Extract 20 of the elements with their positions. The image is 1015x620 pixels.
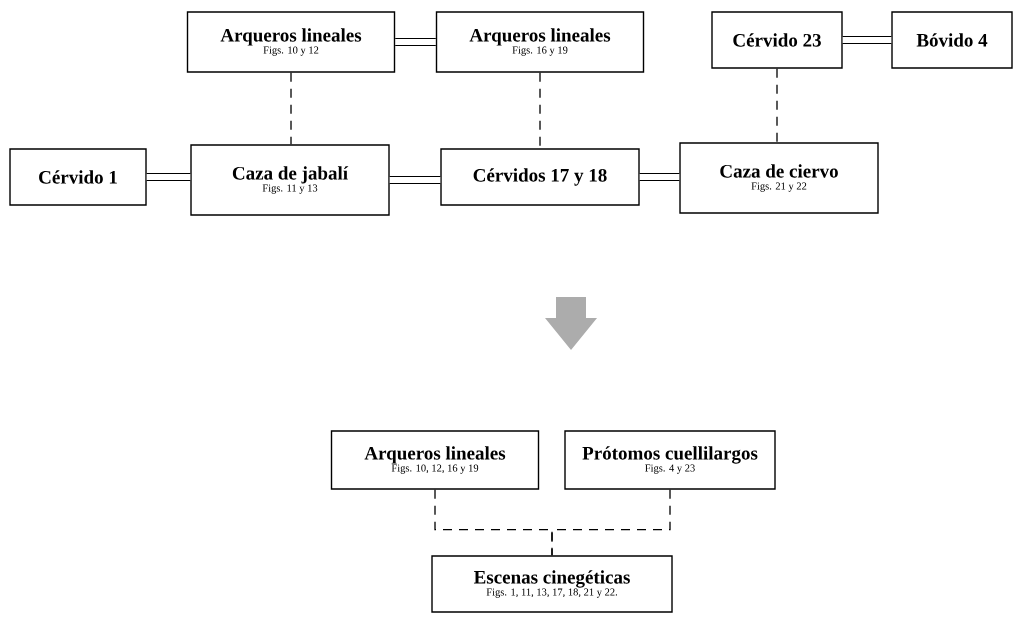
connector [146, 173, 191, 181]
label-box: Caza de ciervo Figs. 21 y 22 [679, 142, 879, 214]
connector [395, 38, 436, 46]
connector [539, 72, 541, 149]
label-box: Cérvidos 17 y 18 [440, 148, 640, 206]
label-box: Cérvido 1 [9, 148, 147, 206]
connector [551, 489, 671, 556]
connector [290, 72, 292, 145]
label-box: Arqueros lineales Figs. 10 y 12 [186, 11, 396, 73]
label-box: Bóvido 4 [891, 11, 1013, 69]
label-box: Arqueros lineales Figs. 16 y 19 [435, 11, 645, 73]
connector [389, 176, 441, 184]
label-box: Cérvido 23 [711, 11, 843, 69]
connector [776, 68, 778, 143]
label-box: Arqueros lineales Figs. 10, 12, 16 y 19 [330, 430, 540, 490]
connector [639, 173, 680, 181]
label-box: Prótomos cuellilargos Figs. 4 y 23 [564, 430, 776, 490]
label-box: Caza de jabalí Figs. 11 y 13 [190, 144, 390, 216]
label-box: Escenas cinegéticas Figs. 1, 11, 13, 17, 18, 21 y 22. [431, 555, 673, 613]
connector [842, 36, 892, 44]
